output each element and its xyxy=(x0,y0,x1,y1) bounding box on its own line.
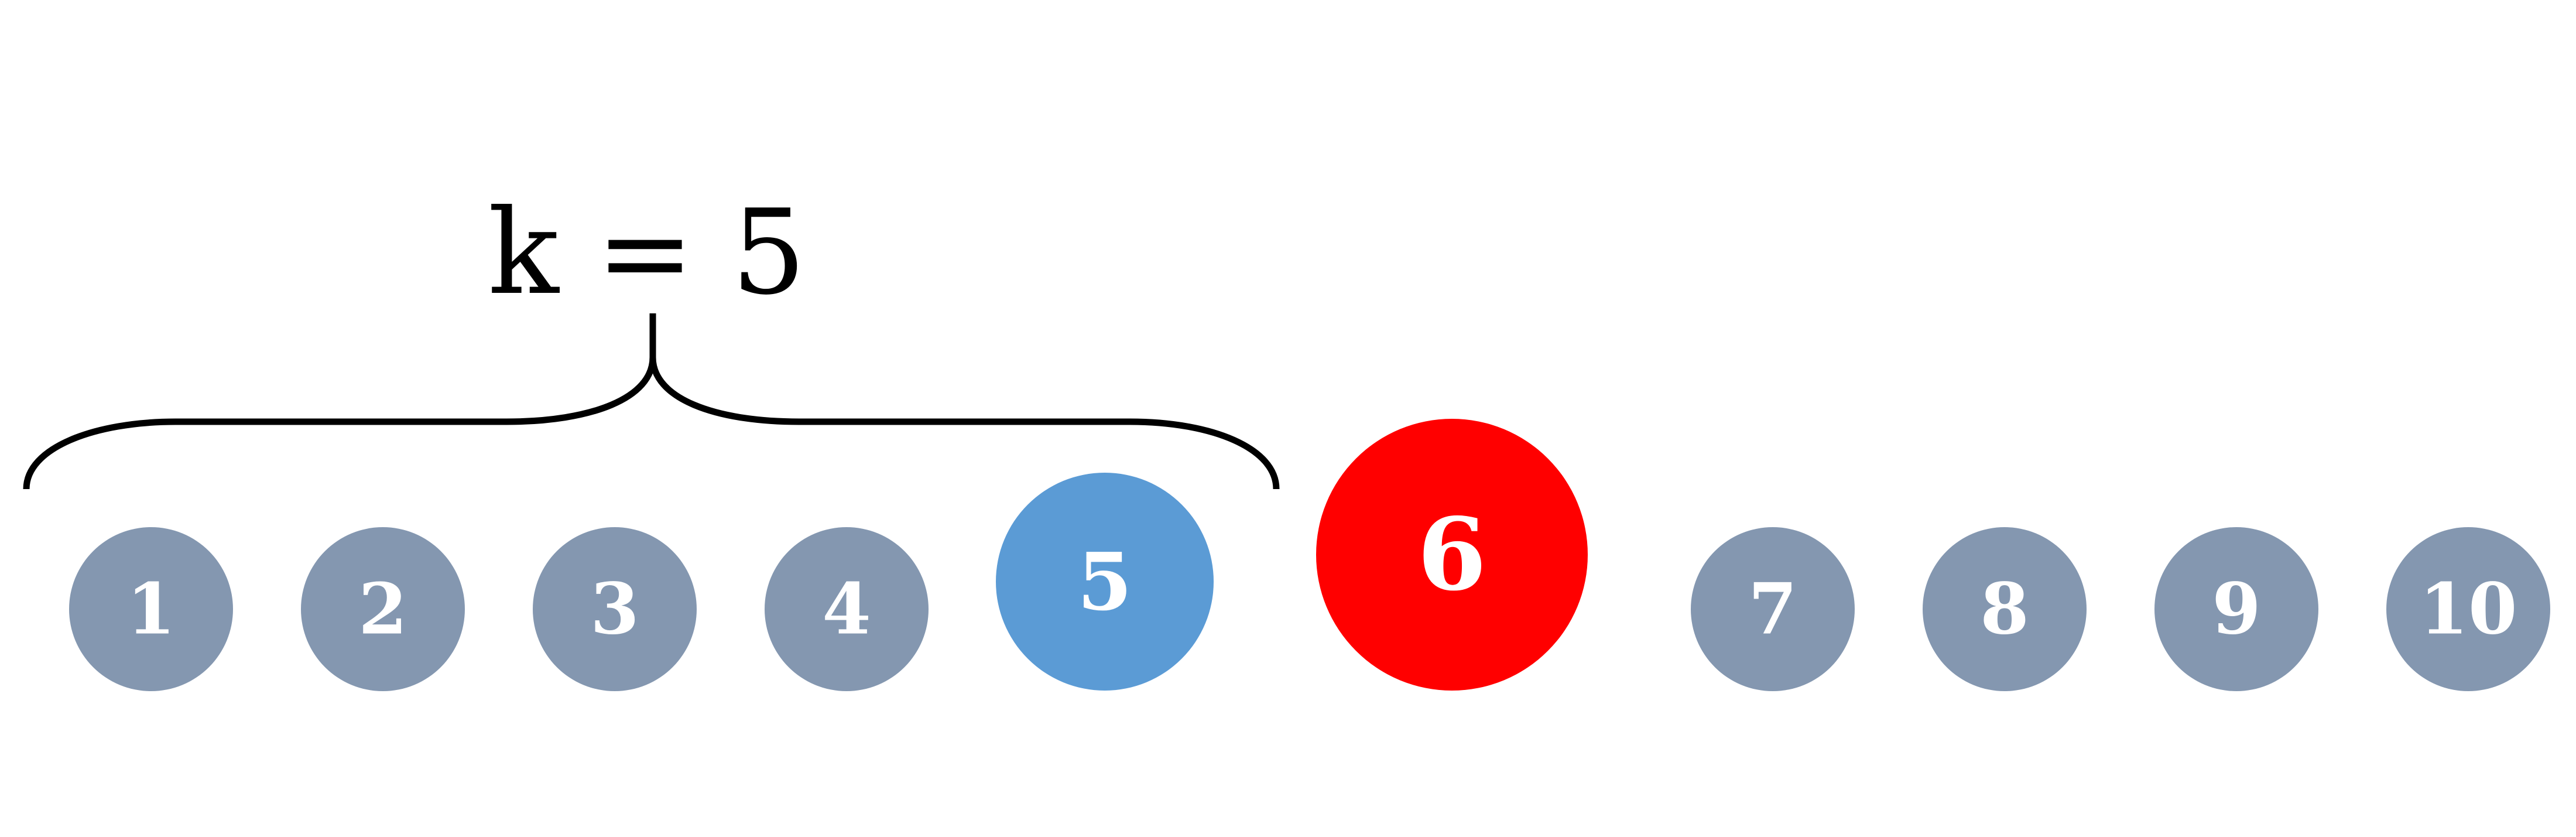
node-9: 9 xyxy=(2154,527,2318,691)
node-circle xyxy=(2154,527,2318,691)
node-circle xyxy=(996,473,1214,691)
node-label: 8 xyxy=(1980,568,2029,651)
node-label: 2 xyxy=(358,568,407,651)
node-6: 6 xyxy=(1316,419,1588,691)
node-circle xyxy=(533,527,697,691)
node-8: 8 xyxy=(1923,527,2087,691)
node-7: 7 xyxy=(1691,527,1855,691)
node-1: 1 xyxy=(69,527,233,691)
node-4: 4 xyxy=(765,527,929,691)
node-label: 9 xyxy=(2212,568,2261,651)
node-2: 2 xyxy=(301,527,465,691)
node-label: 3 xyxy=(590,568,639,651)
node-3: 3 xyxy=(533,527,697,691)
node-circle xyxy=(69,527,233,691)
node-label: 10 xyxy=(2420,568,2517,651)
node-label: 4 xyxy=(822,568,871,651)
k-value-label: k = 5 xyxy=(488,185,806,321)
node-10: 10 xyxy=(2386,527,2550,691)
node-circle xyxy=(2386,527,2550,691)
node-label: 1 xyxy=(126,568,176,651)
node-label: 7 xyxy=(1748,568,1797,651)
node-circle xyxy=(1316,419,1588,691)
k-bracket: k = 5 xyxy=(23,185,1280,490)
node-circle xyxy=(1923,527,2087,691)
curly-brace-icon xyxy=(23,313,1280,490)
node-label: 6 xyxy=(1417,496,1486,613)
node-5: 5 xyxy=(996,473,1214,691)
node-label: 5 xyxy=(1077,535,1132,628)
node-circle xyxy=(765,527,929,691)
node-circle xyxy=(1691,527,1855,691)
node-circle xyxy=(301,527,465,691)
node-row: 1 2 3 4 5 6 7 8 9 10 xyxy=(69,419,2550,691)
